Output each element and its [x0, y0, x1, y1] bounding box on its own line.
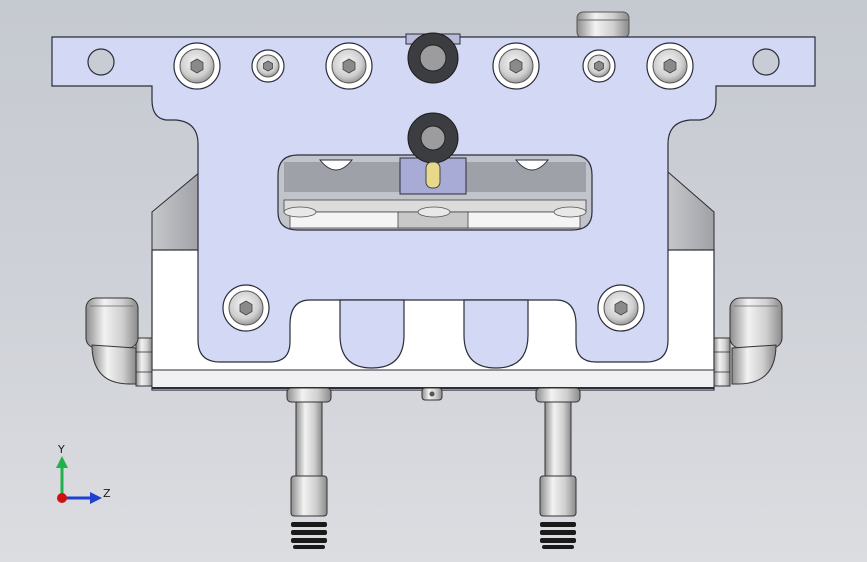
socket-head-screw-icon[interactable]: [492, 42, 540, 90]
axis-z-label: Z: [103, 487, 111, 500]
top-fitting: [576, 11, 630, 39]
thumb-knob-icon[interactable]: [407, 112, 459, 189]
suction-cup-bellows: [291, 522, 327, 549]
thumb-knob-icon[interactable]: [405, 32, 461, 84]
axis-y-label: Y: [58, 443, 65, 456]
right-ear-hole: [752, 48, 780, 76]
left-ear-hole: [87, 48, 115, 76]
right-side-block: [667, 170, 715, 256]
right-vacuum-stud[interactable]: [535, 387, 581, 549]
socket-head-screw-icon[interactable]: [582, 49, 616, 83]
left-side-block: [151, 170, 201, 256]
left-vacuum-stud[interactable]: [286, 387, 332, 549]
elbow-fitting-icon[interactable]: [85, 297, 139, 385]
base-slots: [339, 299, 529, 369]
socket-head-screw-icon[interactable]: [251, 49, 285, 83]
bottom-center-screw: [421, 387, 443, 401]
socket-head-screw-icon[interactable]: [597, 284, 645, 332]
socket-head-screw-icon[interactable]: [646, 42, 694, 90]
socket-head-screw-icon[interactable]: [222, 284, 270, 332]
elbow-fitting-icon[interactable]: [729, 297, 783, 385]
suction-cup-bellows: [540, 522, 576, 549]
coordinate-triad-icon[interactable]: [56, 456, 102, 504]
socket-head-screw-icon[interactable]: [173, 42, 221, 90]
socket-head-screw-icon[interactable]: [325, 42, 373, 90]
right-side-nut: [713, 337, 731, 387]
left-side-nut: [135, 337, 153, 387]
